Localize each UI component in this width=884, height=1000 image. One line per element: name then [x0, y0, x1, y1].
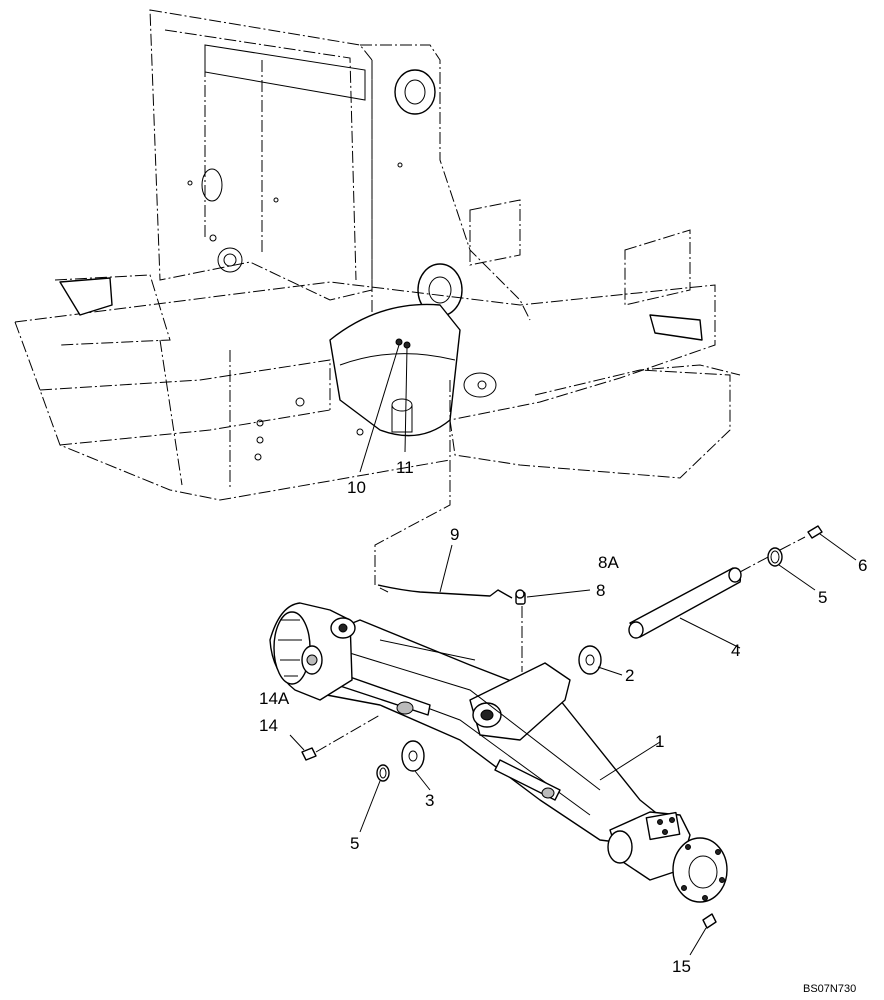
grease-hose: [377, 584, 513, 599]
callout-14a: 14A: [259, 689, 290, 708]
leader-5-upper: [778, 564, 816, 591]
leader-1: [599, 741, 661, 781]
thrust-washer: [578, 645, 602, 675]
frame-leaders: [359, 344, 408, 473]
callout-8: 8: [596, 581, 605, 600]
callout-4: 4: [731, 641, 740, 660]
callout-1: 1: [655, 732, 664, 751]
right-wheel-hub: [672, 837, 728, 903]
leader-4: [679, 617, 741, 649]
grease-fitting: [395, 338, 403, 346]
rear-axle: [269, 602, 728, 903]
upper-pivot-bushing: [394, 69, 436, 115]
callout-5-upper: 5: [818, 588, 827, 607]
callout-3: 3: [425, 791, 434, 810]
leader-15: [689, 927, 707, 956]
machine-frame: [14, 9, 741, 501]
reference-code: BS07N730: [803, 983, 856, 995]
fasteners: [289, 714, 717, 956]
leader-14: [289, 734, 305, 751]
leader-8: [526, 589, 591, 598]
leader-11: [404, 347, 408, 453]
callout-14: 14: [259, 716, 278, 735]
callout-2: 2: [625, 666, 634, 685]
grease-fitting-8: [515, 589, 526, 605]
bolt-14: [301, 714, 381, 761]
leader-10: [359, 344, 400, 473]
callout-8a: 8A: [598, 553, 619, 572]
leader-6: [819, 533, 857, 561]
leader-2: [597, 666, 623, 676]
pivot-pin: [629, 567, 742, 638]
grease-line-assembly: [374, 380, 591, 672]
grease-fitting: [403, 341, 411, 349]
pivot-pin-group: [359, 525, 857, 833]
bolt-15: [702, 913, 717, 929]
callout-labels: 1 2 3 4 5 5 6 8 8A 9 10 11 14 14A 15: [259, 458, 867, 976]
phantom-route: [374, 380, 451, 585]
bolt: [807, 525, 823, 539]
callout-9: 9: [450, 525, 459, 544]
o-ring: [376, 764, 390, 782]
callout-5-lower: 5: [350, 834, 359, 853]
leader-9: [439, 544, 453, 593]
callout-10: 10: [347, 478, 366, 497]
leader-3: [414, 770, 431, 791]
callout-6: 6: [858, 556, 867, 575]
thrust-washer: [401, 740, 425, 772]
callout-15: 15: [672, 957, 691, 976]
leader-5-lower: [359, 780, 381, 833]
o-ring: [767, 547, 783, 567]
axle-pivot-cradle: [329, 303, 461, 437]
callout-11: 11: [396, 458, 414, 477]
